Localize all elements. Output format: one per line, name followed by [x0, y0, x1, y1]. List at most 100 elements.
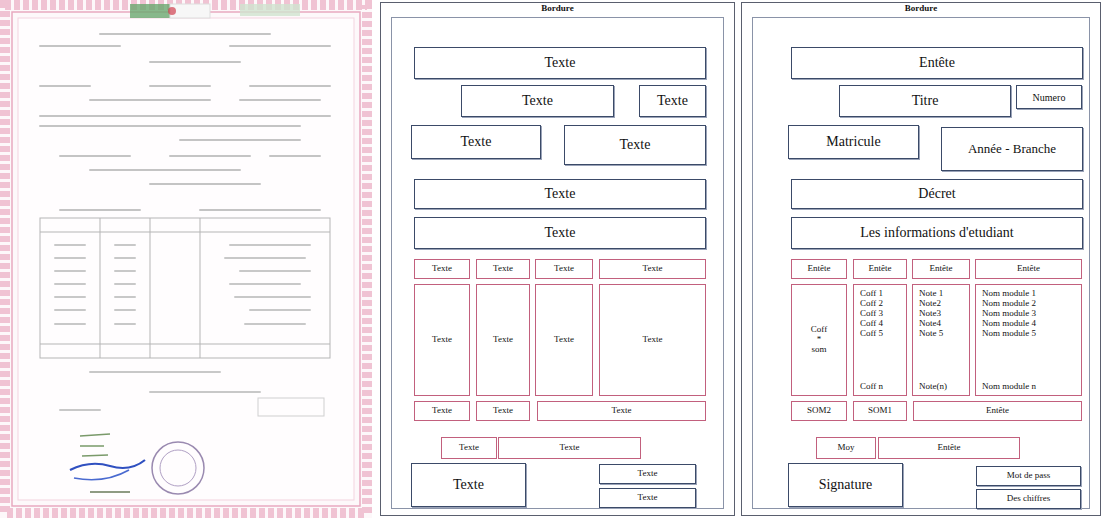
field-label: Coff 3: [860, 309, 883, 319]
field-label: Texte: [522, 93, 553, 108]
certificate-scan: [0, 0, 372, 518]
field-label: som: [811, 345, 826, 355]
field-label: Signature: [819, 477, 873, 492]
field-label: Texte: [554, 264, 574, 274]
field-label: Nom module 2: [982, 299, 1036, 309]
field-box: Matricule: [788, 125, 919, 159]
field-label: Moy: [837, 443, 854, 453]
table-cell: Entête: [975, 259, 1082, 279]
field-box: Texte: [639, 85, 706, 117]
field-label: Des chiffres: [1007, 494, 1051, 504]
field-label: Texte: [554, 335, 574, 345]
field-label: Nom module 1: [982, 289, 1036, 299]
table-cell: Texte: [414, 284, 470, 396]
field-label: Note2: [919, 299, 941, 309]
table-cell: Texte: [441, 437, 497, 459]
field-label: Coff 2: [860, 299, 883, 309]
table-cell: Texte: [476, 284, 530, 396]
field-box: Décret: [791, 179, 1083, 209]
field-box: Année - Branche: [941, 127, 1083, 171]
field-box: Texte: [414, 179, 706, 209]
field-label: Nom module 4: [982, 319, 1036, 329]
field-label: Titre: [912, 93, 939, 108]
field-box: Texte: [414, 47, 706, 79]
field-label: Texte: [643, 335, 663, 345]
field-label: Entête: [930, 264, 953, 274]
field-label: Coff: [811, 325, 827, 335]
field-label: Texte: [620, 137, 651, 152]
table-cell: SOM1: [853, 401, 907, 421]
field-label: *: [817, 335, 822, 345]
table-cell: Texte: [476, 401, 530, 421]
table-cell: Texte: [476, 259, 530, 279]
table-cell: Texte: [537, 401, 706, 421]
field-box: Texte: [599, 464, 696, 484]
field-box: Texte: [414, 217, 706, 249]
field-label: Texte: [643, 264, 663, 274]
field-label: Texte: [493, 335, 513, 345]
table-cell: SOM2: [791, 401, 847, 421]
field-label: Nom module 5: [982, 329, 1036, 339]
frame-title: Bordure: [538, 4, 576, 14]
field-label: Note4: [919, 319, 941, 329]
field-label: SOM2: [807, 406, 831, 416]
field-label: Année - Branche: [968, 142, 1056, 156]
table-cell: Nom module 1Nom module 2Nom module 3Nom …: [975, 284, 1082, 396]
field-box: Des chiffres: [976, 489, 1081, 509]
field-box: Signature: [788, 463, 903, 507]
field-label: Texte: [432, 264, 452, 274]
frame-title: Bordure: [902, 4, 940, 14]
field-label: Entête: [986, 406, 1009, 416]
field-box: Les informations d'etudiant: [791, 217, 1083, 249]
border-frame: BordureEntêteTitreNumeroMatriculeAnnée -…: [741, 2, 1101, 516]
field-label: Texte: [453, 477, 484, 492]
field-label: Texte: [545, 186, 576, 201]
field-label: Note3: [919, 309, 941, 319]
field-box: Texte: [461, 85, 614, 117]
table-cell: Entête: [912, 259, 970, 279]
field-label: Texte: [493, 264, 513, 274]
table-cell: Coff 1Coff 2Coff 3Coff 4Coff 5 Coff n: [853, 284, 907, 396]
field-label: Nom module 3: [982, 309, 1036, 319]
field-label: Nom module n: [982, 382, 1036, 392]
field-label: Texte: [432, 406, 452, 416]
field-label: Texte: [461, 134, 492, 149]
table-cell: Texte: [498, 437, 641, 459]
field-label: Entête: [869, 264, 892, 274]
table-cell: Entête: [913, 401, 1082, 421]
field-label: Texte: [459, 443, 479, 453]
field-label: Note(n): [919, 382, 947, 392]
field-label: Texte: [657, 93, 688, 108]
field-label: Les informations d'etudiant: [860, 225, 1013, 240]
table-cell: Coff*som: [791, 284, 847, 396]
table-cell: Texte: [414, 259, 470, 279]
field-label: SOM1: [868, 406, 892, 416]
field-label: Texte: [612, 406, 632, 416]
table-cell: Entête: [853, 259, 907, 279]
field-label: Coff 4: [860, 319, 883, 329]
table-cell: Texte: [535, 259, 593, 279]
field-label: Décret: [918, 186, 955, 201]
field-label: Texte: [432, 335, 452, 345]
field-box: Texte: [411, 463, 526, 507]
field-label: Entête: [938, 443, 961, 453]
field-label: Mot de pass: [1007, 471, 1051, 481]
field-box: Texte: [411, 125, 541, 159]
table-cell: Entête: [878, 437, 1020, 459]
table-cell: Entête: [791, 259, 847, 279]
field-box: Numero: [1016, 85, 1082, 109]
field-box: Entête: [791, 47, 1083, 79]
field-label: Numero: [1033, 92, 1066, 103]
field-label: Coff 5: [860, 329, 883, 339]
field-box: Titre: [839, 85, 1011, 117]
field-label: Texte: [545, 225, 576, 240]
field-label: Coff 1: [860, 289, 883, 299]
table-cell: Moy: [816, 437, 876, 459]
field-label: Texte: [545, 55, 576, 70]
field-box: Texte: [599, 488, 696, 508]
field-label: Coff n: [860, 382, 883, 392]
field-label: Entête: [1017, 264, 1040, 274]
table-cell: Texte: [535, 284, 593, 396]
field-box: Texte: [564, 125, 706, 165]
